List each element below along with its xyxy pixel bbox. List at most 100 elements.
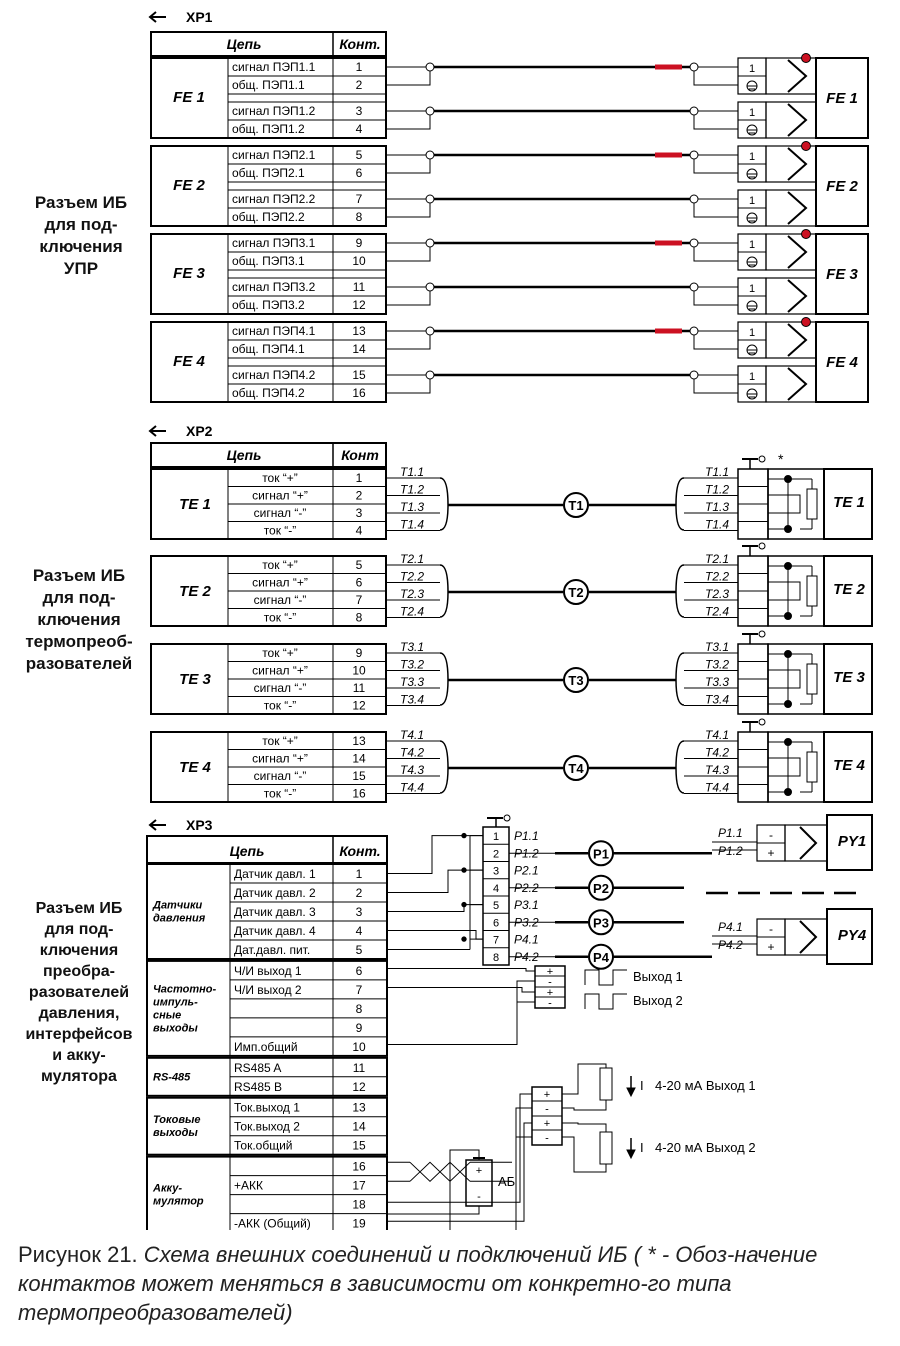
shield-node — [689, 62, 699, 72]
cable-bundle — [675, 477, 685, 531]
xp3-group-name: Частотно- — [153, 983, 217, 995]
wire-label: T4.2 — [705, 746, 729, 760]
fe-group-block — [150, 145, 387, 227]
shield-wire — [693, 115, 738, 130]
sensor-box — [784, 918, 828, 956]
freq-output-label: Выход 1 — [633, 969, 683, 984]
circuit-name: сигнал “+” — [252, 752, 308, 766]
xp1-title: XP1 — [186, 9, 213, 25]
cable-bundle — [675, 740, 685, 794]
plus-sign: + — [767, 940, 774, 954]
wire-label: T3.1 — [705, 640, 729, 654]
pole-sign: - — [545, 1104, 549, 1116]
circuit-name: Датчик давл. 3 — [234, 905, 316, 919]
circuit-name: сигнал “-” — [254, 506, 307, 520]
wire-label: P3.1 — [514, 898, 539, 912]
side-line: Разъем ИБ — [34, 193, 128, 212]
contact-number: 5 — [356, 558, 363, 572]
wire-label: P2.1 — [514, 864, 539, 878]
contact-number: 15 — [352, 1139, 366, 1153]
wire-label: T4.3 — [400, 763, 424, 777]
wire-label: T4.2 — [400, 746, 424, 760]
shield-node — [689, 326, 699, 336]
shield-node — [689, 282, 699, 292]
circuit-name: сигнал ПЭП3.1 — [232, 236, 316, 250]
junction-dot — [784, 788, 792, 796]
circuit-name: ток “+” — [262, 471, 298, 485]
contact-number: 17 — [352, 1179, 366, 1193]
contact-number: 9 — [356, 236, 363, 250]
loop-wire — [562, 1100, 607, 1111]
circuit-name: Ток.общий — [234, 1139, 292, 1153]
wire-label: T4.1 — [400, 728, 424, 742]
wire-label: T2.3 — [400, 587, 424, 601]
contact-number: 3 — [356, 506, 363, 520]
te-device-name: TE 4 — [833, 757, 865, 774]
terminal-number: 3 — [493, 866, 499, 878]
circuit-name: сигнал “-” — [254, 593, 307, 607]
wire-label: T1.2 — [705, 483, 729, 497]
circuit-name: Датчик давл. 1 — [234, 867, 316, 881]
contact-number: 16 — [352, 386, 366, 400]
wire-label: T2.1 — [705, 552, 729, 566]
contact-number: 8 — [356, 611, 363, 625]
xp2-title: XP2 — [186, 423, 213, 439]
contact-number: 2 — [356, 886, 363, 900]
shield-wire — [693, 203, 738, 218]
circuit-name: общ. ПЭП1.1 — [232, 78, 305, 92]
circuit-name: -АКК (Общий) — [234, 1217, 311, 1230]
pole-sign: + — [544, 1089, 550, 1101]
shield-wire — [693, 291, 738, 306]
load-resistor — [599, 1131, 613, 1165]
wire-label: T1.1 — [400, 465, 424, 479]
sensor-wire — [387, 930, 483, 940]
freq-output-label: Выход 2 — [633, 993, 683, 1008]
current-wire — [515, 1107, 532, 1230]
te-device — [823, 468, 873, 540]
rs485-twist — [409, 1161, 471, 1182]
circuit-name: ток “-” — [264, 611, 297, 625]
side-line: разователей — [28, 984, 130, 1001]
circuit-name: RS485 B — [234, 1080, 282, 1094]
cable-bundle — [439, 652, 449, 706]
header-contact: Конт — [341, 447, 379, 463]
wire-label: T3.3 — [400, 675, 424, 689]
contact-number: 6 — [356, 576, 363, 590]
shield-wire — [693, 335, 738, 350]
te-device-name: TE 1 — [833, 494, 865, 511]
cable-bundle — [439, 564, 449, 618]
wire-label: T2.4 — [400, 605, 424, 619]
arrow-left-icon — [148, 425, 157, 437]
loop-wire — [562, 1063, 607, 1095]
header-contact: Конт. — [339, 843, 380, 859]
pole-sign: - — [548, 977, 552, 989]
circuit-name: RS485 A — [234, 1061, 281, 1075]
sensor-wire — [387, 835, 483, 874]
terminal-pin: 1 — [749, 283, 755, 295]
circuit-name: Ч/И выход 1 — [234, 964, 302, 978]
side-line: мулятора — [41, 1068, 117, 1085]
cable-tag — [563, 579, 589, 605]
circuit-name: общ. ПЭП4.2 — [232, 386, 305, 400]
shield-node — [425, 238, 435, 248]
contact-number: 13 — [352, 324, 366, 338]
figure-caption: Рисунок 21. Схема внешних соединений и п… — [18, 1240, 890, 1327]
fe-group-name: FE 2 — [173, 177, 205, 194]
fe-device-name: FE 4 — [826, 354, 858, 371]
contact-number: 9 — [356, 1021, 363, 1035]
caption-number: Рисунок 21. — [18, 1242, 138, 1267]
circuit-name: Ч/И выход 2 — [234, 983, 302, 997]
red-marker-dot — [801, 141, 811, 151]
red-marker-dot — [801, 317, 811, 327]
xp3-side-label: Разъем ИБ для под- ключения преобра- раз… — [4, 898, 154, 1087]
pole-sign: + — [547, 966, 553, 978]
circuit-name: сигнал “-” — [254, 769, 307, 783]
junction-dot — [784, 700, 792, 708]
junction-dot — [461, 936, 467, 942]
terminal-number: 6 — [493, 917, 499, 929]
circuit-name: ток “-” — [264, 524, 297, 538]
contact-number: 14 — [352, 752, 366, 766]
sensor-name: PY1 — [838, 833, 866, 850]
circuit-name: сигнал ПЭП4.2 — [232, 368, 316, 382]
current-symbol: I — [640, 1078, 644, 1093]
